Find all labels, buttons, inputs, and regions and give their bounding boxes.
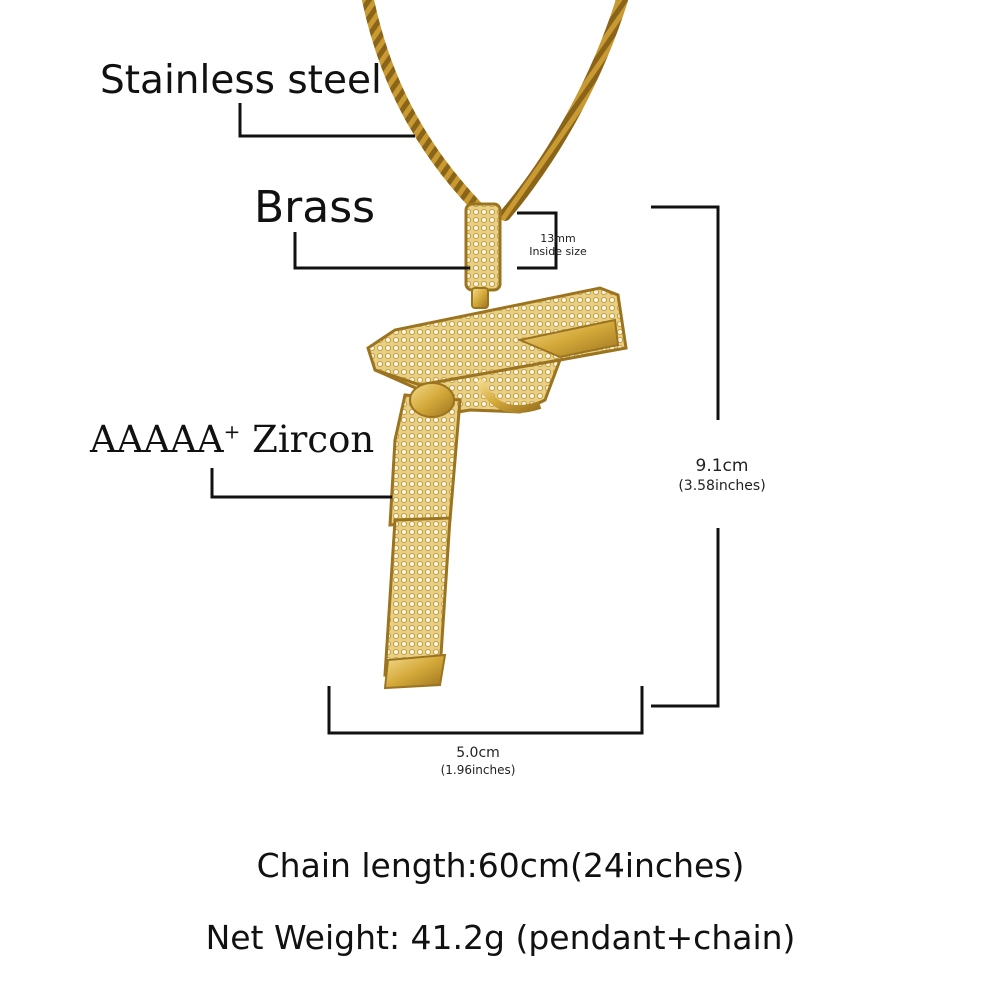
bail	[464, 202, 502, 309]
stone-grade: AAAAA	[90, 418, 224, 461]
chain-material-label: Stainless steel	[100, 58, 382, 103]
height-cm: 9.1cm	[695, 456, 749, 476]
stone-label: AAAAA+ Zircon	[90, 418, 374, 461]
bail-material-label: Brass	[254, 182, 376, 233]
bail-inside-value: 13mm	[540, 232, 576, 245]
height-in: (3.58inches)	[678, 478, 766, 494]
width-cm: 5.0cm	[456, 745, 500, 761]
net-weight-spec: Net Weight: 41.2g (pendant+chain)	[205, 918, 796, 957]
width-dimension: 5.0cm (1.96inches)	[418, 745, 538, 777]
bail-dimension: 13mm Inside size	[514, 232, 602, 258]
callout-lines	[210, 103, 720, 735]
stone-grade-sup: +	[223, 419, 241, 444]
stone-type: Zircon	[252, 418, 375, 461]
gun-pendant	[366, 286, 628, 690]
height-dimension: 9.1cm (3.58inches)	[662, 456, 782, 494]
width-in: (1.96inches)	[440, 763, 516, 777]
bail-inside-label: Inside size	[529, 245, 587, 258]
chain-length-spec: Chain length:60cm(24inches)	[256, 846, 745, 885]
rope-chain	[362, 0, 628, 221]
